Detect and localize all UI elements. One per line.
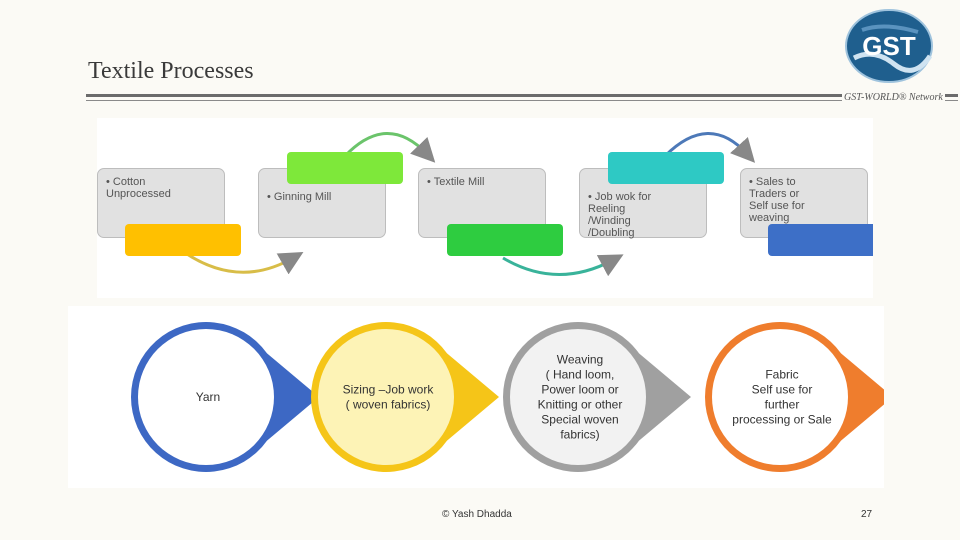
stage-1-text: Yarn — [196, 390, 220, 404]
stage-4-text: further — [765, 398, 800, 412]
step-tab-1 — [125, 224, 241, 256]
stage-3-fill — [510, 329, 646, 465]
stage-1-fill — [138, 329, 274, 465]
title-rule-thick — [86, 94, 958, 97]
slide-title: Textile Processes — [88, 58, 254, 84]
process-flow-top: • Cotton Unprocessed • Ginning Mill • Te… — [97, 118, 873, 298]
stage-3-text: ( Hand loom, — [546, 368, 615, 382]
step-tab-5 — [768, 224, 873, 256]
stage-1: Yarn — [131, 322, 319, 472]
stage-4-text: Self use for — [752, 383, 813, 397]
stage-3: Weaving( Hand loom,Power loom orKnitting… — [503, 322, 691, 472]
stage-4-text: Fabric — [765, 368, 798, 382]
stage-3-text: Weaving — [557, 353, 603, 367]
process-arrows — [180, 132, 756, 277]
step-tab-2 — [287, 152, 403, 184]
stage-2: Sizing –Job work( woven fabrics) — [311, 322, 499, 472]
stage-4-text: processing or Sale — [732, 413, 832, 427]
step-tab-4 — [608, 152, 724, 184]
stage-4-fill — [712, 329, 848, 465]
arrow-step3-step4 — [502, 254, 624, 277]
stage-3-text: Knitting or other — [538, 398, 623, 412]
step-tab-3 — [447, 224, 563, 256]
footer-credit: © Yash Dhadda — [442, 509, 512, 520]
stage-2-fill — [318, 329, 454, 465]
gst-logo: GST — [845, 9, 933, 83]
stage-3-text: Special woven — [541, 413, 618, 427]
stage-3-text: fabrics) — [560, 428, 599, 442]
stage-2-text: Sizing –Job work — [343, 383, 435, 397]
stage-3-text: Power loom or — [541, 383, 618, 397]
title-rule-thin — [86, 100, 958, 101]
logo-text: GST — [862, 31, 916, 61]
arrow-step1-step2 — [180, 248, 304, 275]
arrow-step4-step5 — [663, 132, 756, 163]
network-label: GST-WORLD® Network — [842, 92, 945, 103]
page-number: 27 — [861, 509, 873, 520]
arrow-step2-step3 — [343, 132, 436, 163]
stage-2-text: ( woven fabrics) — [346, 398, 431, 412]
